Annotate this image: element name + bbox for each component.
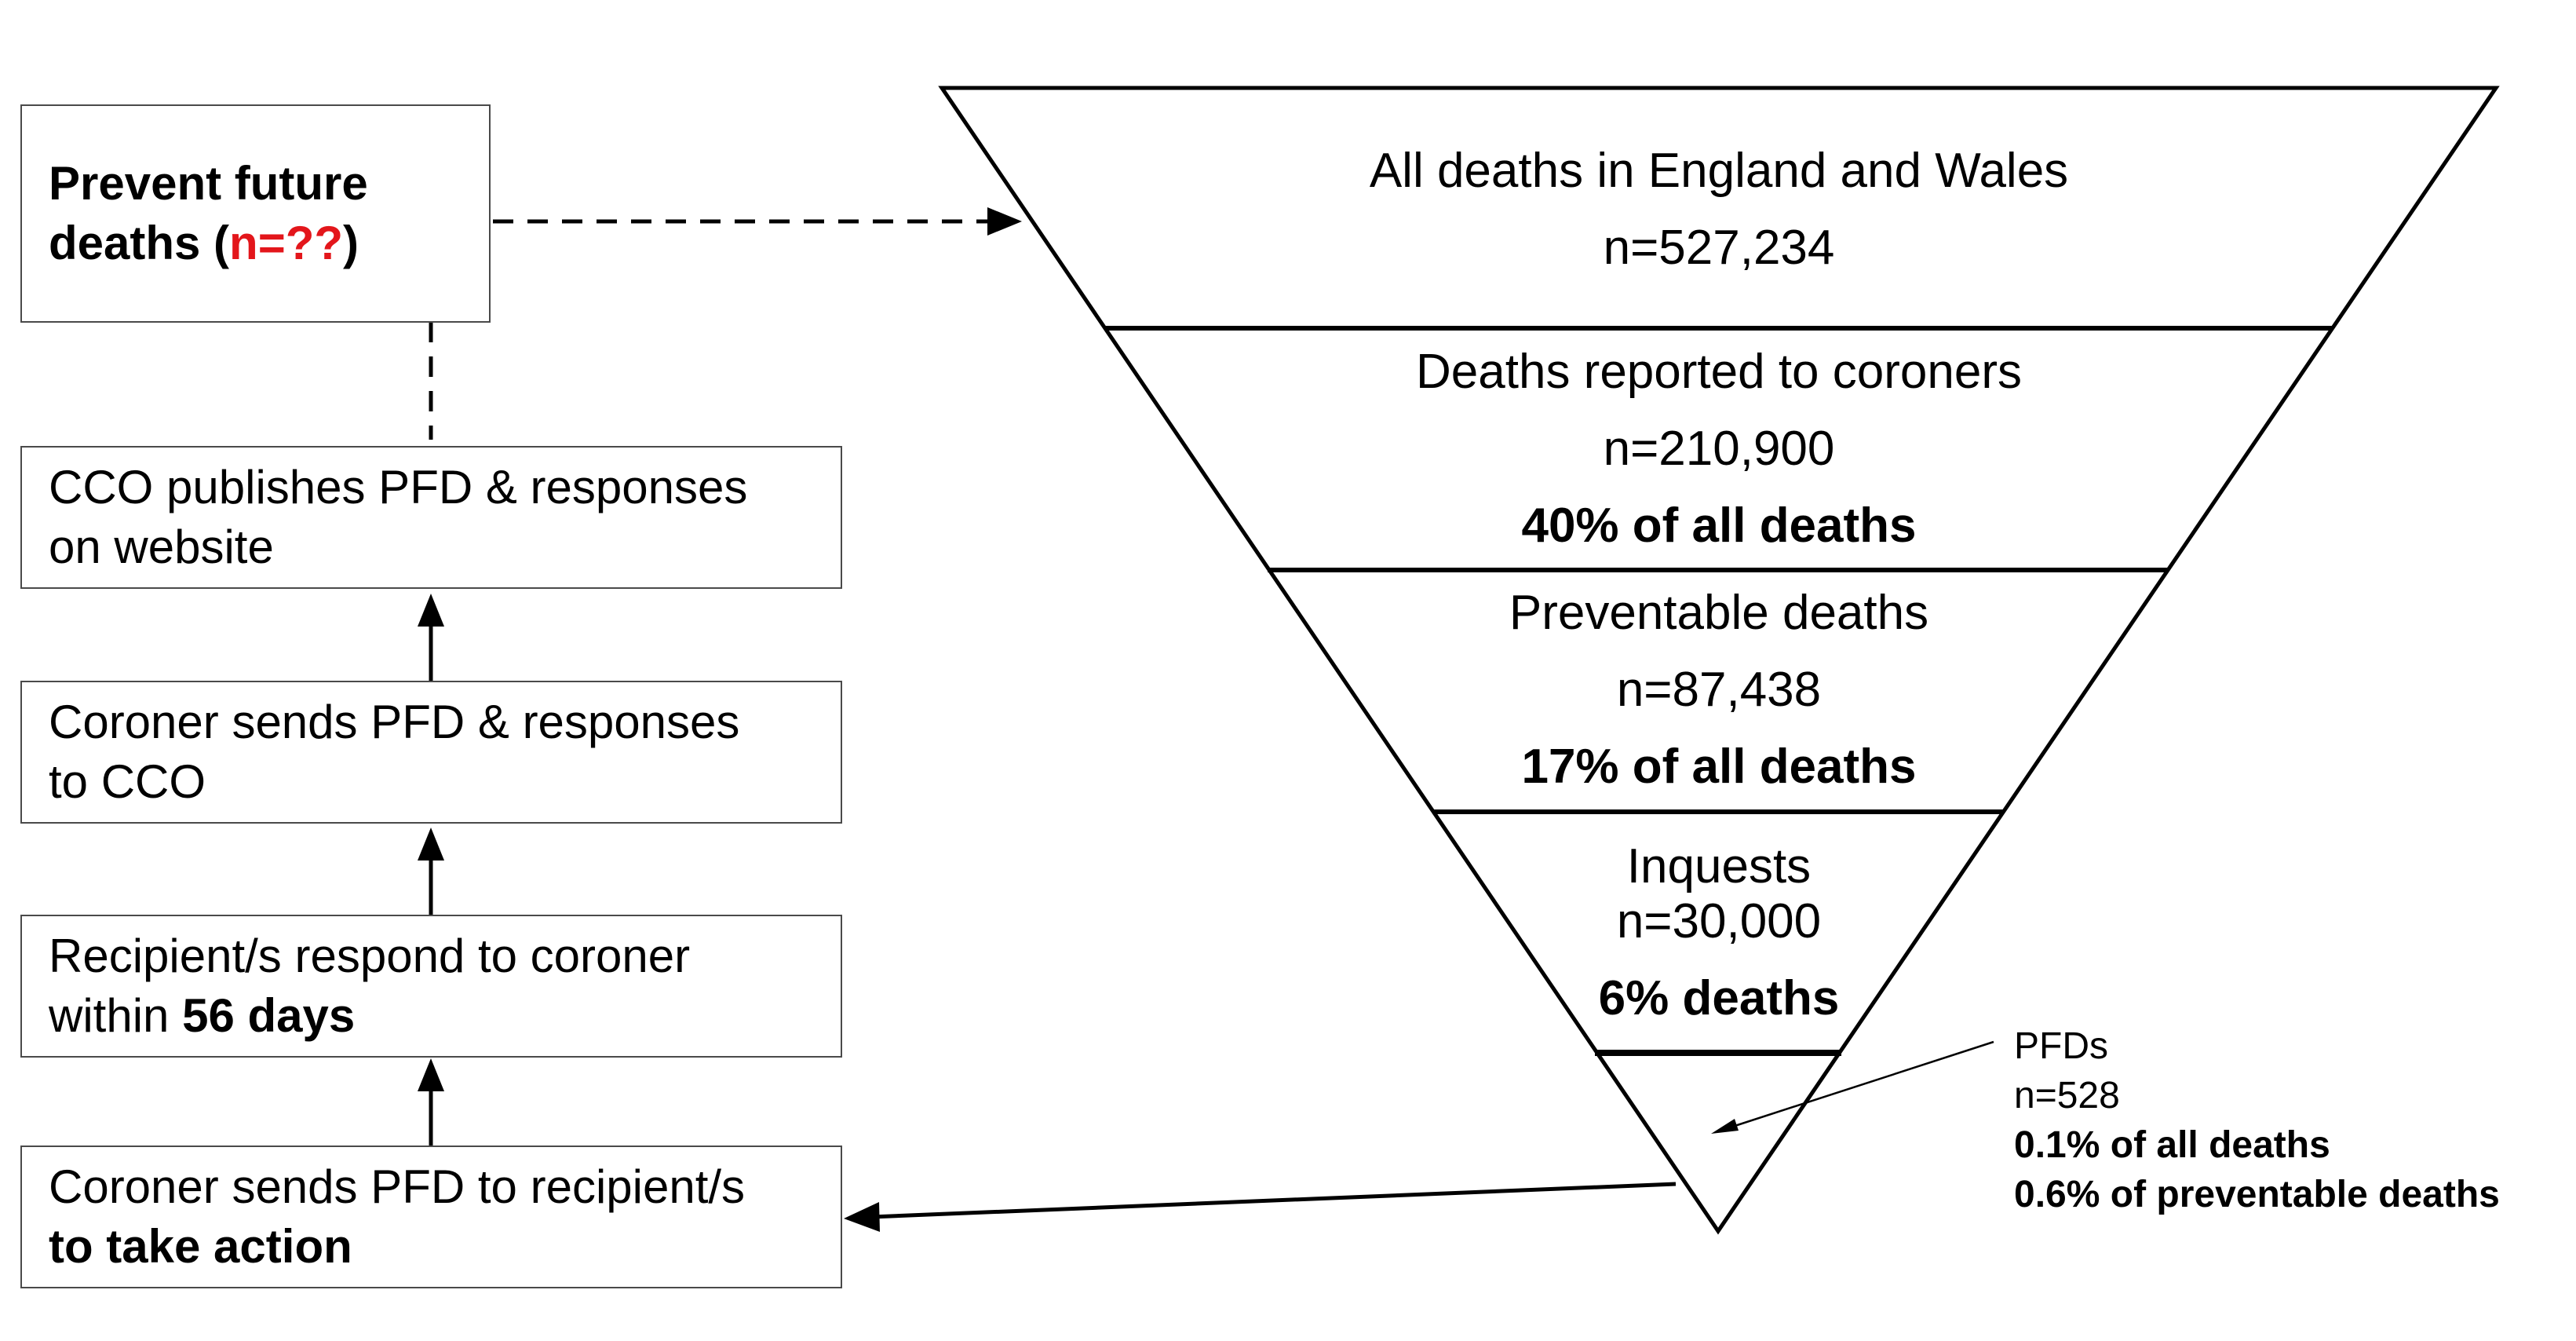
dashed-arrow-head <box>987 207 1022 236</box>
funnel-reported-percent: 40% of all deaths <box>1521 499 1917 553</box>
pfd-pct-preventable: 0.6% of preventable deaths <box>2014 1174 2500 1215</box>
pfd-pointer <box>1724 1040 1994 1131</box>
funnel-inquests-percent: 6% deaths <box>1598 971 1840 1025</box>
respond-line1: Recipient/s respond to coroner <box>49 930 691 982</box>
coroner-sends-line2: to take action <box>49 1220 352 1273</box>
arrow-to-publish-head <box>418 594 444 627</box>
funnel-reported-count: n=210,900 <box>1603 422 1835 476</box>
funnel-all-deaths-count: n=527,234 <box>1603 221 1835 275</box>
prevent-box-line1: Prevent future <box>49 157 368 210</box>
publish-line1: CCO publishes PFD & responses <box>49 461 748 513</box>
funnel-preventable-label: Preventable deaths <box>1509 586 1929 640</box>
prevent-count: n=?? <box>229 217 344 269</box>
publish-line2: on website <box>49 521 274 573</box>
cco-publishes-box: CCO publishes PFD & responses on website <box>20 446 842 589</box>
funnel-inquests-count: n=30,000 <box>1616 894 1822 948</box>
funnel-all-deaths-label: All deaths in England and Wales <box>1369 144 2069 198</box>
respond-line2: within 56 days <box>49 986 841 1046</box>
respond-days: 56 days <box>182 989 356 1042</box>
arrow-funnel-to-coroner-head <box>844 1202 880 1232</box>
arrow-to-respond-head <box>418 1058 444 1091</box>
pfd-label: PFDs <box>2014 1025 2108 1067</box>
prevent-future-deaths-box: Prevent future deaths (n=??) <box>20 104 491 323</box>
coroner-sends-to-cco-box: Coroner sends PFD & responses to CCO <box>20 681 842 824</box>
funnel-outline <box>938 86 2500 1235</box>
funnel-inquests-label: Inquests <box>1626 839 1812 893</box>
funnel-preventable-count: n=87,438 <box>1616 663 1822 717</box>
recipients-respond-box: Recipient/s respond to coroner within 56… <box>20 915 842 1058</box>
respond-line2-prefix: within <box>49 989 183 1042</box>
funnel-preventable-percent: 17% of all deaths <box>1521 740 1917 794</box>
pfd-count: n=528 <box>2014 1075 2120 1116</box>
coroner-sends-line1: Coroner sends PFD to recipient/s <box>49 1160 746 1213</box>
cco-line1: Coroner sends PFD & responses <box>49 696 740 748</box>
arrow-funnel-to-coroner <box>870 1182 1677 1219</box>
funnel-reported-label: Deaths reported to coroners <box>1416 345 2022 399</box>
arrow-to-cco-head <box>418 828 444 861</box>
pfd-pointer-head <box>1711 1119 1739 1134</box>
pfd-pct-all: 0.1% of all deaths <box>2014 1124 2330 1166</box>
coroner-sends-pfd-box: Coroner sends PFD to recipient/s to take… <box>20 1146 842 1288</box>
cco-line2: to CCO <box>49 755 206 808</box>
prevent-box-line2: deaths (n=??) <box>49 214 489 273</box>
prevent-box-line2-prefix: deaths ( <box>49 217 230 269</box>
prevent-box-suffix: ) <box>343 217 359 269</box>
